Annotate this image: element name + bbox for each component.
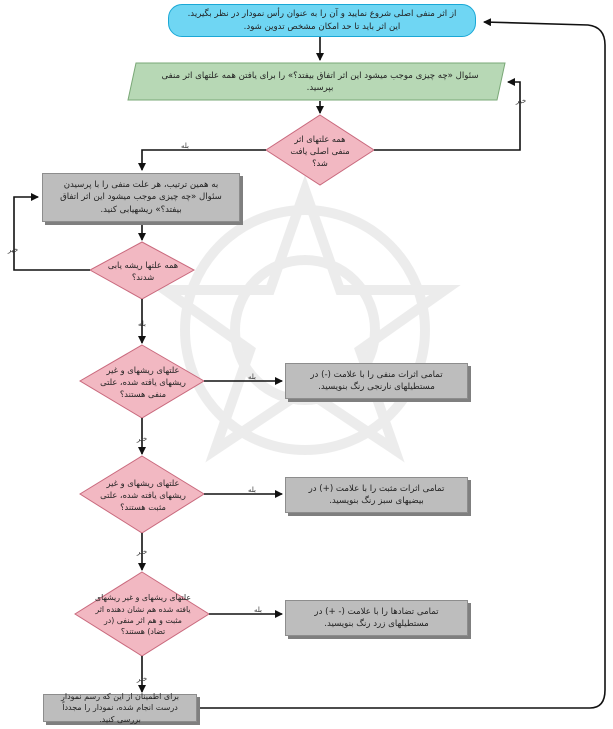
decision-5-text-box: علتهای ریشهای و غیر ریشهای یافته شده هم … [94, 591, 192, 639]
decision-2-text-box: همه علتها ریشه یابی شدند؟ [107, 256, 179, 286]
decision-diamond-1 [265, 114, 375, 186]
question-node: سئوال «چه چیزی موجب میشود این اثر اتفاق … [150, 64, 490, 100]
result-node-negative: تمامی اثرات منفی را با علامت (-) در مستط… [285, 363, 468, 399]
label-yes-3: بله [248, 373, 256, 381]
decision-3-text: علتهای ریشهای و غیر ریشهای یافته شده، عل… [100, 364, 186, 399]
process-node-1: به همین ترتیب، هر علت منفی را با پرسیدن … [42, 173, 240, 222]
result-node-negative-text: تمامی اثرات منفی را با علامت (-) در مستط… [310, 369, 443, 392]
label-no-3: خیر [136, 435, 147, 443]
start-node: از اثر منفی اصلی شروع نمایید و آن را به … [168, 4, 476, 37]
watermark-emblem [149, 174, 461, 463]
arrow-decision1-yes [138, 149, 266, 171]
label-no-1: خیر [515, 97, 526, 105]
label-yes-2: بله [138, 320, 146, 328]
label-yes-4: بله [248, 486, 256, 494]
result-node-conflict-text: تمامی تضادها را با علامت (- +) در مستطیل… [314, 606, 439, 629]
process-node-1-text: به همین ترتیب، هر علت منفی را با پرسیدن … [60, 179, 222, 215]
label-yes-1: بله [181, 142, 189, 150]
result-node-positive-text: تمامی اثرات مثبت را با علامت (+) در بیضی… [308, 483, 445, 506]
question-parallelogram [127, 62, 506, 101]
end-node-text: برای اطمینان از این که رسم نمودار درست ا… [61, 691, 179, 724]
start-node-text: از اثر منفی اصلی شروع نمایید و آن را به … [187, 9, 457, 32]
decision-2-text: همه علتها ریشه یابی شدند؟ [107, 259, 179, 282]
end-node: برای اطمینان از این که رسم نمودار درست ا… [43, 692, 197, 724]
result-node-conflict: تمامی تضادها را با علامت (- +) در مستطیل… [285, 600, 468, 636]
decision-1-text: همه علتهای اثر منفی اصلی یافت شد؟ [290, 133, 350, 168]
question-node-text: سئوال «چه چیزی موجب میشود این اثر اتفاق … [161, 70, 479, 93]
label-yes-5: بله [254, 606, 262, 614]
decision-1-text-box: همه علتهای اثر منفی اصلی یافت شد؟ [285, 132, 355, 170]
decision-5-text: علتهای ریشهای و غیر ریشهای یافته شده هم … [95, 593, 191, 637]
decision-4-text-box: علتهای ریشهای و غیر ریشهای یافته شده، عل… [100, 475, 186, 515]
arrow-decision1-no-loop [374, 78, 521, 151]
result-node-positive: تمامی اثرات مثبت را با علامت (+) در بیضی… [285, 477, 468, 513]
decision-4-text: علتهای ریشهای و غیر ریشهای یافته شده، عل… [100, 477, 186, 512]
arrow-end-loop-to-start [197, 18, 606, 709]
label-no-5: خیر [136, 675, 147, 683]
label-no-4: خیر [136, 548, 147, 556]
decision-3-text-box: علتهای ریشهای و غیر ریشهای یافته شده، عل… [100, 362, 186, 402]
arrow-decision2-no-loop [13, 193, 90, 271]
label-no-2: خیر [7, 246, 18, 254]
